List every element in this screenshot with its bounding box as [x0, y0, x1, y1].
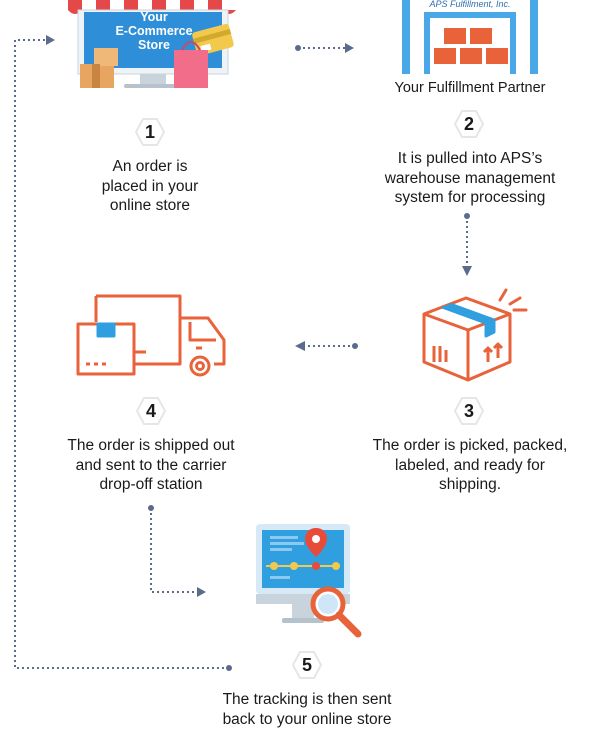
step-2-number: 2 — [453, 109, 485, 139]
arrowhead-4-to-5 — [197, 587, 206, 597]
step-1-text: An order is placed in your online store — [101, 158, 199, 214]
arrowhead-3-to-4 — [295, 341, 305, 351]
step-5-text: The tracking is then sent back to your o… — [222, 691, 392, 728]
tracking-monitor-illustration — [252, 522, 368, 638]
arrowhead-1-to-2 — [345, 43, 354, 53]
step-3-text: The order is picked, packed, labeled, an… — [372, 437, 568, 493]
store-title-line1: Your — [140, 10, 168, 24]
connector-5-to-1 — [14, 39, 229, 669]
warehouse-sign: APS Fulfillment, Inc. — [429, 0, 511, 9]
store-title-line2: E-Commerce — [115, 24, 193, 38]
arrowhead-2-to-3 — [462, 266, 472, 276]
delivery-truck-illustration — [74, 292, 230, 382]
warehouse-illustration: APS Fulfillment, Inc. — [398, 0, 542, 74]
arrowhead-5-to-1 — [46, 35, 55, 45]
step-2-text: It is pulled into APS’s warehouse manage… — [384, 150, 556, 206]
store-title-line3: Store — [138, 38, 170, 52]
ecommerce-store-illustration: Your E-Commerce Store — [62, 0, 242, 100]
step-1-number: 1 — [134, 117, 166, 147]
fulfillment-partner-caption: Your Fulfillment Partner — [394, 80, 546, 96]
step-3-number: 3 — [453, 396, 485, 426]
step-4-number: 4 — [135, 396, 167, 426]
step-4-text: The order is shipped out and sent to the… — [67, 437, 235, 493]
step-5-number: 5 — [291, 650, 323, 680]
package-box-illustration — [414, 280, 534, 384]
connector-4-to-5 — [150, 508, 197, 593]
